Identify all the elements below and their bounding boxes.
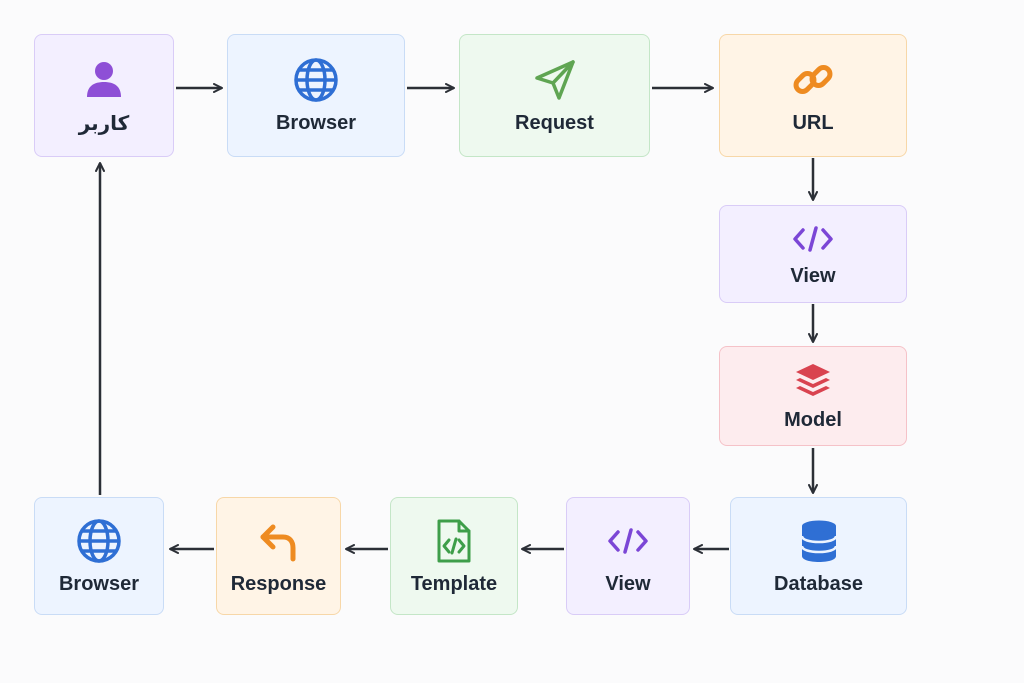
- user-icon: [80, 55, 128, 103]
- node-request-label: Request: [515, 112, 594, 134]
- node-view-2: View: [566, 497, 690, 615]
- node-response: Response: [216, 497, 341, 615]
- node-browser-start: Browser: [227, 34, 405, 157]
- node-view-2-label: View: [605, 572, 651, 595]
- node-template-label: Template: [410, 572, 498, 595]
- node-model-label: Model: [784, 408, 842, 431]
- node-view-1: View: [719, 205, 907, 303]
- node-browser-end: Browser: [34, 497, 164, 615]
- layers-icon: [789, 361, 837, 401]
- node-browser-start-label: Browser: [275, 112, 357, 134]
- node-url-label: URL: [792, 112, 834, 134]
- node-model: Model: [719, 346, 907, 446]
- send-icon: [531, 56, 579, 104]
- node-database: Database: [730, 497, 907, 615]
- code-icon: [789, 221, 837, 257]
- node-database-label: Database: [774, 572, 863, 595]
- node-template: Template: [390, 497, 518, 615]
- code-icon: [604, 517, 652, 565]
- node-user: کاربر: [34, 34, 174, 157]
- database-icon: [795, 517, 843, 565]
- node-request: Request: [459, 34, 650, 157]
- node-url: URL: [719, 34, 907, 157]
- globe-icon: [292, 56, 340, 104]
- node-view-1-label: View: [790, 264, 836, 287]
- link-icon: [789, 56, 837, 104]
- globe-icon: [75, 517, 123, 565]
- node-browser-end-label: Browser: [58, 572, 140, 595]
- node-user-label: کاربر: [78, 113, 130, 135]
- file-code-icon: [430, 517, 478, 565]
- reply-icon: [255, 517, 303, 565]
- node-response-label: Response: [230, 572, 327, 595]
